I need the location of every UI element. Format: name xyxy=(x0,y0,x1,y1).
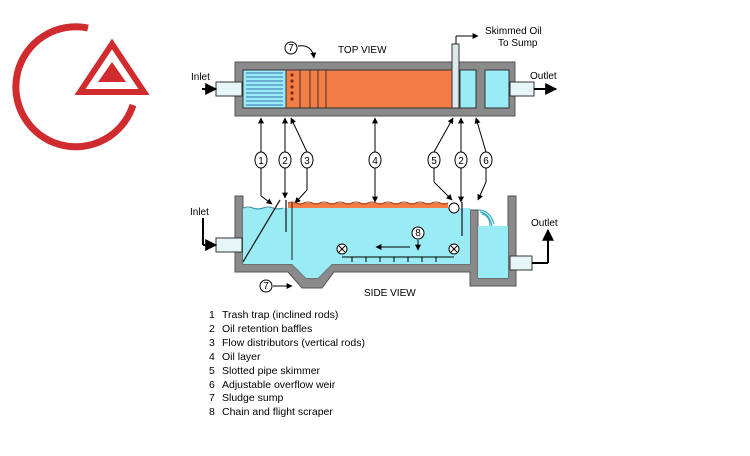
to-sump-label: To Sump xyxy=(498,38,538,49)
side-inlet-label: Inlet xyxy=(190,207,209,218)
side-view: 8 7 Inlet Outlet SIDE VIEW xyxy=(190,195,558,299)
top-view-title: TOP VIEW xyxy=(338,45,387,56)
top-view: TOP VIEW 7 xyxy=(191,26,558,117)
side-water xyxy=(243,208,470,278)
callout-badges: 1 2 3 4 5 2 6 xyxy=(254,151,493,169)
slotted-pipe-skimmer xyxy=(448,202,460,214)
side-outlet-label: Outlet xyxy=(531,218,558,229)
top-outlet-label: Outlet xyxy=(530,71,557,82)
top-inlet-label: Inlet xyxy=(191,72,210,83)
svg-text:6: 6 xyxy=(483,156,489,167)
sludge-sump-marker: 7 xyxy=(259,279,293,293)
svg-text:2: 2 xyxy=(458,156,464,167)
oil-layer-side xyxy=(288,203,448,208)
scraper-marker: 8 xyxy=(411,226,425,240)
svg-text:7: 7 xyxy=(263,281,269,292)
skimmed-oil-label: Skimmed Oil xyxy=(485,26,542,37)
side-outlet-pipe xyxy=(509,255,533,271)
company-logo xyxy=(12,23,150,151)
svg-text:2: 2 xyxy=(282,156,288,167)
svg-text:7: 7 xyxy=(288,43,294,54)
callouts xyxy=(258,117,487,205)
svg-text:3: 3 xyxy=(304,156,310,167)
side-view-title: SIDE VIEW xyxy=(364,288,416,299)
svg-text:4: 4 xyxy=(372,156,378,167)
chain-flight-scraper xyxy=(336,240,460,262)
svg-text:5: 5 xyxy=(431,156,437,167)
top-outlet-pipe xyxy=(509,81,535,97)
skimmer-pipe-top xyxy=(451,43,460,109)
side-inlet-pipe xyxy=(215,237,243,253)
svg-text:1: 1 xyxy=(258,156,264,167)
top-inlet-pipe xyxy=(215,81,243,97)
svg-text:8: 8 xyxy=(415,228,421,239)
top-view-marker: 7 xyxy=(284,41,317,59)
